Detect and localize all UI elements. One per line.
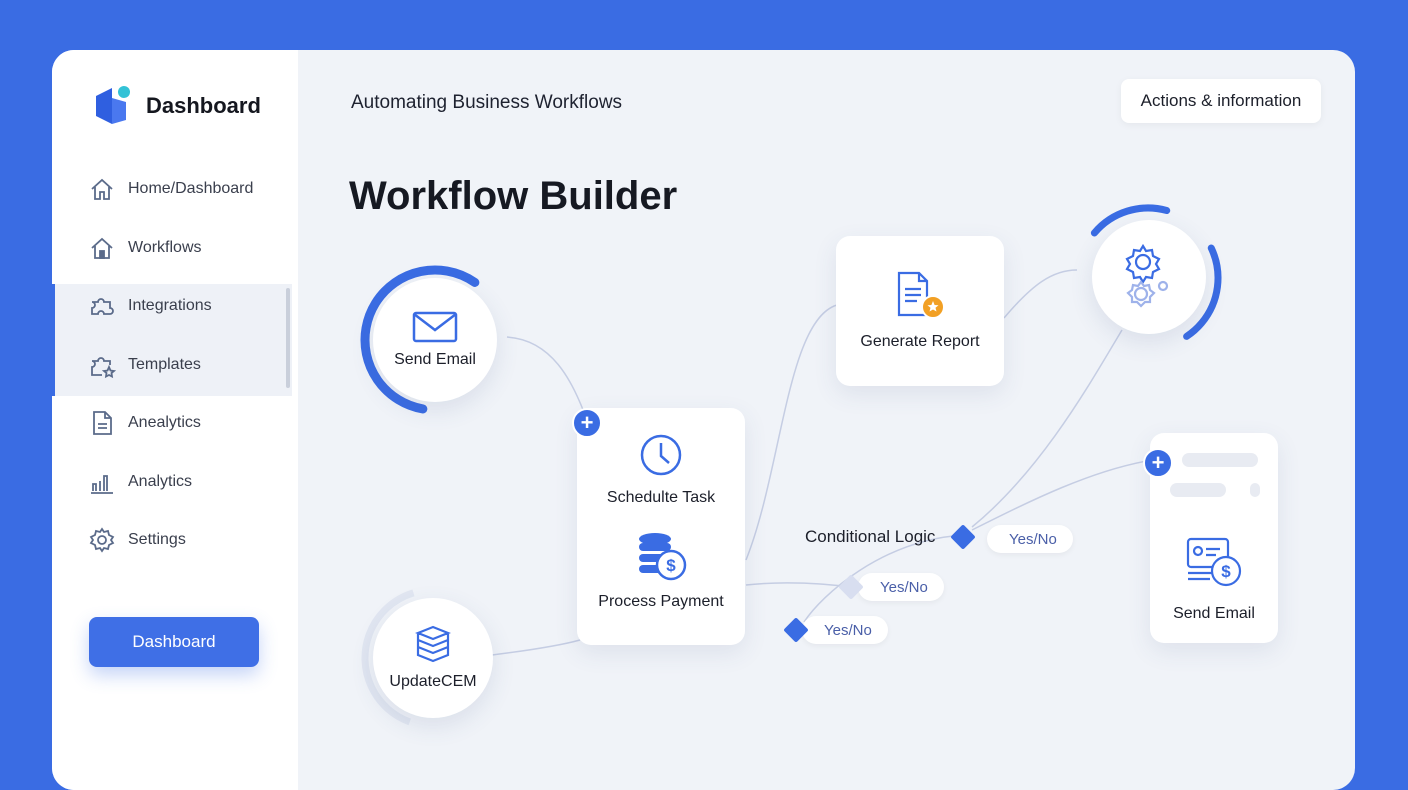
puzzle-icon xyxy=(91,298,114,316)
node-label: Generate Report xyxy=(860,333,980,350)
node-settings-gears[interactable] xyxy=(1092,220,1206,334)
node-label: Schedulte Task xyxy=(606,489,716,506)
node-label: Send Email xyxy=(1173,605,1255,622)
node-send-email[interactable]: Send Email xyxy=(373,278,497,402)
sidebar-item-analytics[interactable]: Analytics xyxy=(52,453,298,512)
sidebar-item-label: Analytics xyxy=(128,472,193,490)
sidebar-nav: Home/Dashboard Workflows Integrations Te… xyxy=(52,160,298,570)
sidebar-item-label: Home/Dashboard xyxy=(128,180,254,198)
selection-edge xyxy=(52,284,55,396)
app-window: Dashboard Home/Dashboard Workflows Integ… xyxy=(52,50,1355,790)
connector xyxy=(745,304,838,561)
yes-no-branch[interactable]: Yes/No xyxy=(987,525,1073,553)
payment-card-icon: $ xyxy=(1186,537,1242,587)
placeholder-bar xyxy=(1250,483,1260,497)
connector xyxy=(491,639,581,656)
coins-dollar-icon: $ xyxy=(639,533,687,581)
svg-text:$: $ xyxy=(666,556,676,575)
bar-chart-icon xyxy=(91,474,113,494)
node-update[interactable]: UpdateCEM xyxy=(373,598,493,718)
dashboard-button[interactable]: Dashboard xyxy=(89,617,259,667)
page-subtitle: Automating Business Workflows xyxy=(351,92,623,113)
actions-information-button[interactable]: Actions & information xyxy=(1121,79,1321,123)
connector xyxy=(745,582,853,588)
stack-icon xyxy=(415,625,451,663)
progress-ring xyxy=(360,265,510,415)
connector xyxy=(803,534,965,623)
scrollbar[interactable] xyxy=(286,288,290,388)
sidebar-item-workflows[interactable]: Workflows xyxy=(52,219,298,278)
add-node-button[interactable]: + xyxy=(572,408,602,438)
report-icon xyxy=(897,271,945,319)
node-label: UpdateCEM xyxy=(389,673,477,690)
sidebar-item-label: Workflows xyxy=(128,238,202,256)
sidebar-item-settings[interactable]: Settings xyxy=(52,511,298,570)
house-icon xyxy=(91,237,113,259)
logo: Dashboard xyxy=(92,84,261,128)
node-schedule-payment[interactable]: Schedulte Task $ Process Payment xyxy=(577,408,745,645)
sidebar-item-templates[interactable]: Templates xyxy=(52,336,298,395)
gears-icon xyxy=(1125,243,1169,308)
sidebar-item-label: Integrations xyxy=(128,297,212,315)
yes-no-branch[interactable]: Yes/No xyxy=(802,616,888,644)
sidebar: Dashboard Home/Dashboard Workflows Integ… xyxy=(52,50,298,790)
node-label: Send Email xyxy=(394,351,476,368)
add-node-button[interactable]: + xyxy=(1143,448,1173,478)
sidebar-item-home[interactable]: Home/Dashboard xyxy=(52,160,298,219)
envelope-icon xyxy=(412,311,458,343)
gear-icon xyxy=(89,527,115,553)
progress-ring xyxy=(361,586,505,730)
conditional-logic-label: Conditional Logic xyxy=(805,527,936,546)
connector xyxy=(971,459,1153,531)
connector-lines xyxy=(360,204,1222,730)
page-title: Workflow Builder xyxy=(349,174,678,218)
yes-no-branch[interactable]: Yes/No xyxy=(858,573,944,601)
connector xyxy=(506,336,588,421)
logo-icon xyxy=(96,86,130,124)
home-outline-icon xyxy=(91,179,113,201)
placeholder-bar xyxy=(1182,453,1258,467)
node-label: Process Payment xyxy=(598,593,724,610)
connector xyxy=(971,329,1123,528)
logo-text: Dashboard xyxy=(146,93,261,118)
sidebar-item-label: Anealytics xyxy=(128,414,201,432)
puzzle-star-icon xyxy=(91,356,116,378)
connector xyxy=(1003,269,1078,319)
placeholder-bar xyxy=(1170,483,1226,497)
sidebar-item-label: Settings xyxy=(128,531,186,549)
sidebar-item-integrations[interactable]: Integrations xyxy=(52,277,298,336)
svg-text:$: $ xyxy=(1221,562,1231,581)
progress-ring xyxy=(1074,204,1222,352)
sidebar-item-label: Templates xyxy=(128,355,201,373)
node-generate-report[interactable]: Generate Report xyxy=(836,236,1004,386)
document-icon xyxy=(93,411,112,436)
sidebar-item-anealytics[interactable]: Anealytics xyxy=(52,394,298,453)
clock-icon xyxy=(640,434,682,476)
